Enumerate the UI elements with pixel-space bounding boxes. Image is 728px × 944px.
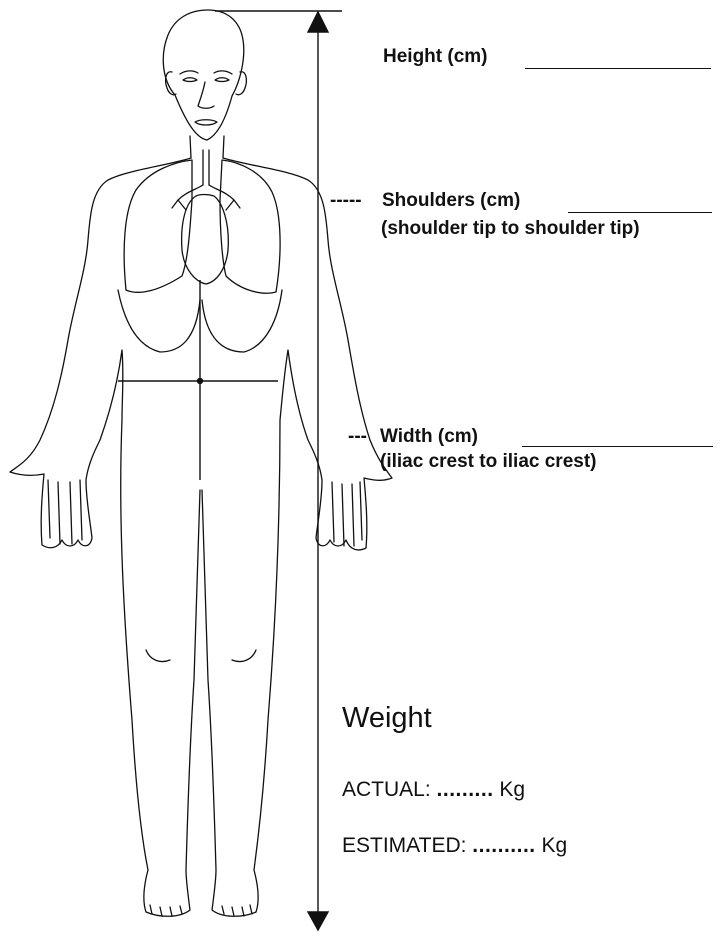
waist-center-dot: [198, 379, 203, 384]
weight-estimated-label: ESTIMATED:: [342, 834, 466, 857]
height-field[interactable]: [525, 68, 711, 69]
body-outline-left: [10, 158, 200, 916]
right-lung: [220, 160, 280, 293]
width-lead: ---: [348, 426, 367, 448]
weight-actual-field[interactable]: .........: [437, 778, 494, 801]
body-outline-right: [202, 158, 392, 916]
weight-actual-unit: Kg: [499, 778, 525, 801]
weight-estimated-row: ESTIMATED: .......... Kg: [342, 834, 567, 858]
weight-title: Weight: [342, 702, 432, 734]
weight-actual-label: ACTUAL:: [342, 778, 431, 801]
width-field[interactable]: [522, 446, 713, 447]
bronchi: [172, 185, 240, 210]
weight-estimated-field[interactable]: ..........: [472, 834, 535, 857]
width-label: Width (cm): [380, 426, 478, 448]
left-eye: [183, 78, 197, 82]
width-note: (iliac crest to iliac crest): [380, 451, 597, 473]
head-outline: [163, 10, 244, 140]
trachea: [203, 150, 209, 185]
nose: [198, 82, 214, 108]
mouth: [195, 120, 217, 125]
shoulders-label: Shoulders (cm): [382, 190, 520, 212]
height-arrow-up: [308, 12, 328, 32]
shoulders-lead: -----: [330, 190, 362, 212]
shoulders-note: (shoulder tip to shoulder tip): [381, 218, 640, 240]
weight-estimated-unit: Kg: [542, 834, 568, 857]
shoulders-field[interactable]: [568, 212, 712, 213]
left-eyebrow: [180, 71, 198, 74]
right-eyebrow: [214, 71, 232, 74]
height-arrow-down: [308, 912, 328, 930]
height-label: Height (cm): [383, 46, 488, 68]
right-eye: [215, 78, 229, 82]
weight-actual-row: ACTUAL: ......... Kg: [342, 778, 525, 802]
